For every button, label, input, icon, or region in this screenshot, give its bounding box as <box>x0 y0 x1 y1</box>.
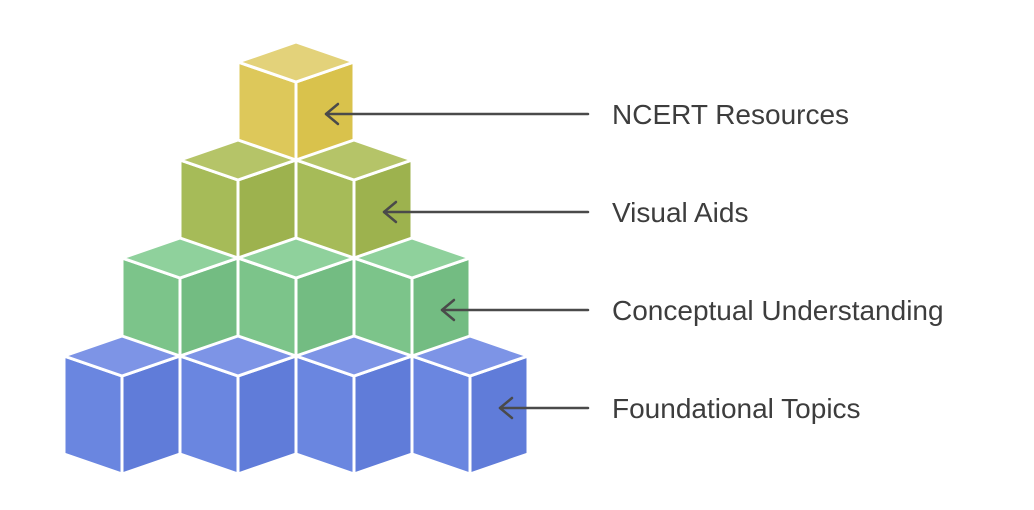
cube-top-face <box>236 40 356 84</box>
arrow-left-icon <box>440 298 456 322</box>
cube <box>178 334 298 476</box>
label-foundational-topics: Foundational Topics <box>612 393 861 424</box>
label-conceptual-understanding: Conceptual Understanding <box>612 295 944 326</box>
cube-top-face <box>294 138 414 182</box>
label-visual-aids: Visual Aids <box>612 197 748 228</box>
cube-top-face <box>410 334 530 378</box>
cube <box>410 334 530 476</box>
cube-layer-4 <box>62 334 530 476</box>
label-ncert-resources: NCERT Resources <box>612 99 849 130</box>
cube-top-face <box>352 236 472 280</box>
label-arrows <box>324 102 590 420</box>
arrow-left-icon <box>498 396 514 420</box>
arrow-left-icon <box>382 200 398 224</box>
cube <box>294 334 414 476</box>
layer-labels: NCERT Resources Visual Aids Conceptual U… <box>612 99 944 424</box>
cube-pyramid <box>62 40 530 476</box>
arrow-left-icon <box>324 102 340 126</box>
cube <box>62 334 182 476</box>
